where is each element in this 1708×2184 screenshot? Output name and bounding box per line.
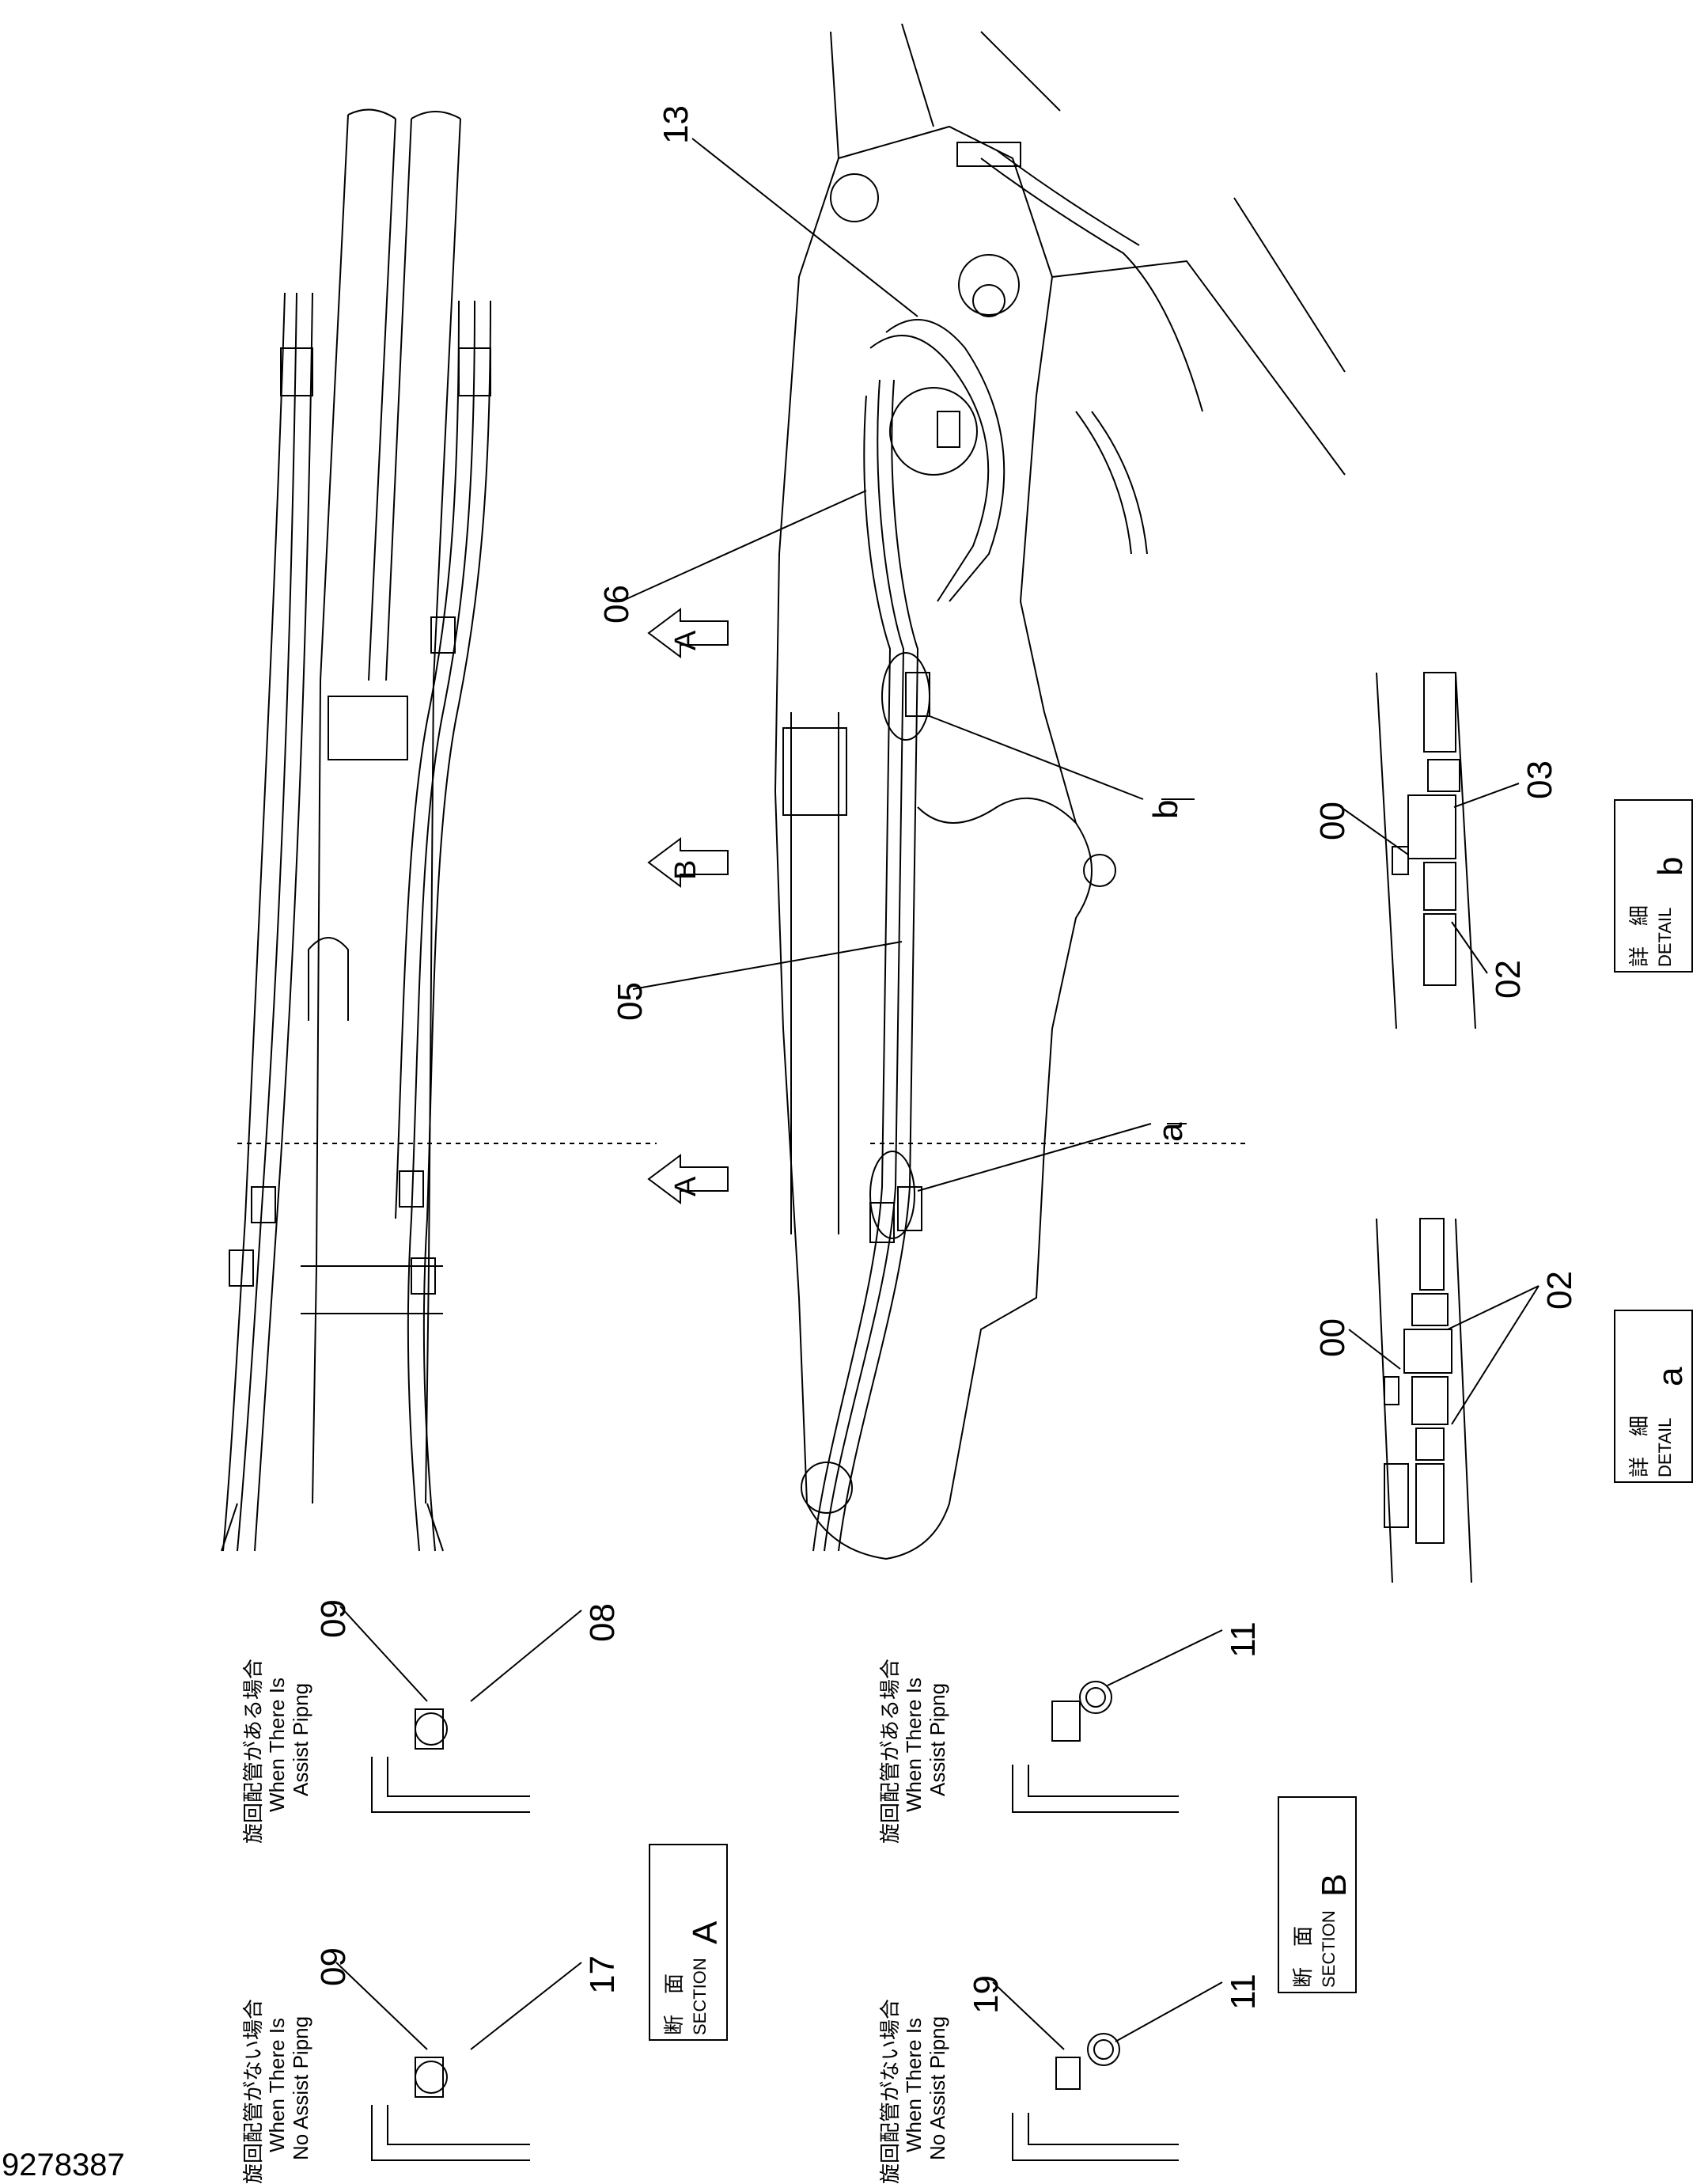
detail-a-title-box: 詳 細 DETAIL a	[1614, 1310, 1693, 1483]
note-en-line1: When There Is	[902, 2017, 926, 2152]
section-a-without-callout-09: 09	[314, 1947, 353, 1986]
view-arrow-a-lower	[649, 1155, 728, 1203]
note-jp: 旋回配管がある場合	[878, 1658, 902, 1844]
drawing-number: 9278387	[2, 2148, 125, 2182]
detail-a-leader-label: a	[1151, 1122, 1190, 1142]
note-en-line1: When There Is	[902, 1677, 926, 1812]
detail-b-title-box: 詳 細 DETAIL b	[1614, 799, 1693, 973]
callout-13: 13	[657, 105, 695, 144]
callout-05: 05	[611, 982, 649, 1021]
detail-b-jp: 詳 細	[1627, 904, 1651, 967]
arm-assembly	[775, 24, 1345, 1559]
detail-b-letter: b	[1651, 856, 1690, 876]
view-arrow-b-letter: B	[669, 859, 703, 880]
section-a-title-box: 断 面 SECTION A	[649, 1844, 728, 2041]
section-b-without-callout-19: 19	[967, 1975, 1005, 2014]
section-b-title-box: 断 面 SECTION B	[1278, 1796, 1357, 1993]
view-arrow-a-upper-letter: A	[669, 630, 703, 650]
detail-a-callout-02: 02	[1540, 1271, 1579, 1310]
note-en-line2: Assist Pipng	[289, 1682, 312, 1796]
section-b-letter: B	[1315, 1873, 1354, 1897]
section-a-without-assist-note: 旋回配管がない場合 When There Is No Assist Pipng	[241, 1999, 312, 2184]
detail-b-callout-03: 03	[1521, 760, 1559, 799]
section-b-with-callout-11: 11	[1224, 1621, 1263, 1658]
callout-06: 06	[597, 585, 636, 624]
section-b-en: SECTION	[1319, 1910, 1339, 1988]
detail-a-drawing	[1349, 1219, 1539, 1583]
detail-b-leader-label: b	[1146, 799, 1185, 819]
note-en-line1: When There Is	[265, 1677, 289, 1812]
section-b-without-callout-11: 11	[1224, 1974, 1263, 2010]
note-en-line2: Assist Pipng	[926, 1682, 949, 1796]
leader-lines	[621, 138, 1195, 1191]
detail-b-callout-02: 02	[1489, 960, 1528, 999]
section-b-with-assist-note: 旋回配管がある場合 When There Is Assist Pipng	[878, 1659, 949, 1844]
view-arrow-a-upper	[649, 609, 728, 657]
note-en-line1: When There Is	[265, 2017, 289, 2152]
section-a-with-assist-note: 旋回配管がある場合 When There Is Assist Pipng	[241, 1659, 312, 1844]
detail-b-en: DETAIL	[1655, 907, 1675, 967]
view-arrow-b	[649, 839, 728, 886]
section-b-without-assist-note: 旋回配管がない場合 When There Is No Assist Pipng	[878, 1999, 949, 2184]
view-arrow-a-lower-letter: A	[669, 1176, 703, 1196]
detail-a-callout-00: 00	[1313, 1318, 1352, 1357]
note-jp: 旋回配管がない場合	[878, 1998, 902, 2184]
section-a-jp: 断 面	[662, 1973, 686, 2035]
note-en-line2: No Assist Pipng	[926, 2015, 949, 2160]
detail-b-drawing	[1341, 673, 1519, 1029]
detail-b-callout-00: 00	[1313, 802, 1352, 840]
detail-a-jp: 詳 細	[1627, 1415, 1651, 1477]
note-jp: 旋回配管がある場合	[241, 1658, 265, 1844]
section-b-drawing	[870, 1143, 1250, 2160]
section-a-without-callout-17: 17	[583, 1955, 622, 1994]
section-a-with-callout-09: 09	[314, 1599, 353, 1638]
note-en-line2: No Assist Pipng	[289, 2015, 312, 2160]
boom-cylinder-assembly	[222, 110, 490, 1551]
note-jp: 旋回配管がない場合	[241, 1998, 265, 2184]
detail-a-en: DETAIL	[1655, 1417, 1675, 1477]
section-a-letter: A	[686, 1920, 725, 1944]
section-b-jp: 断 面	[1291, 1925, 1315, 1988]
section-a-with-callout-08: 08	[583, 1603, 622, 1642]
section-a-drawing	[237, 1143, 657, 2160]
section-a-en: SECTION	[690, 1958, 710, 2035]
detail-a-letter: a	[1651, 1367, 1690, 1386]
